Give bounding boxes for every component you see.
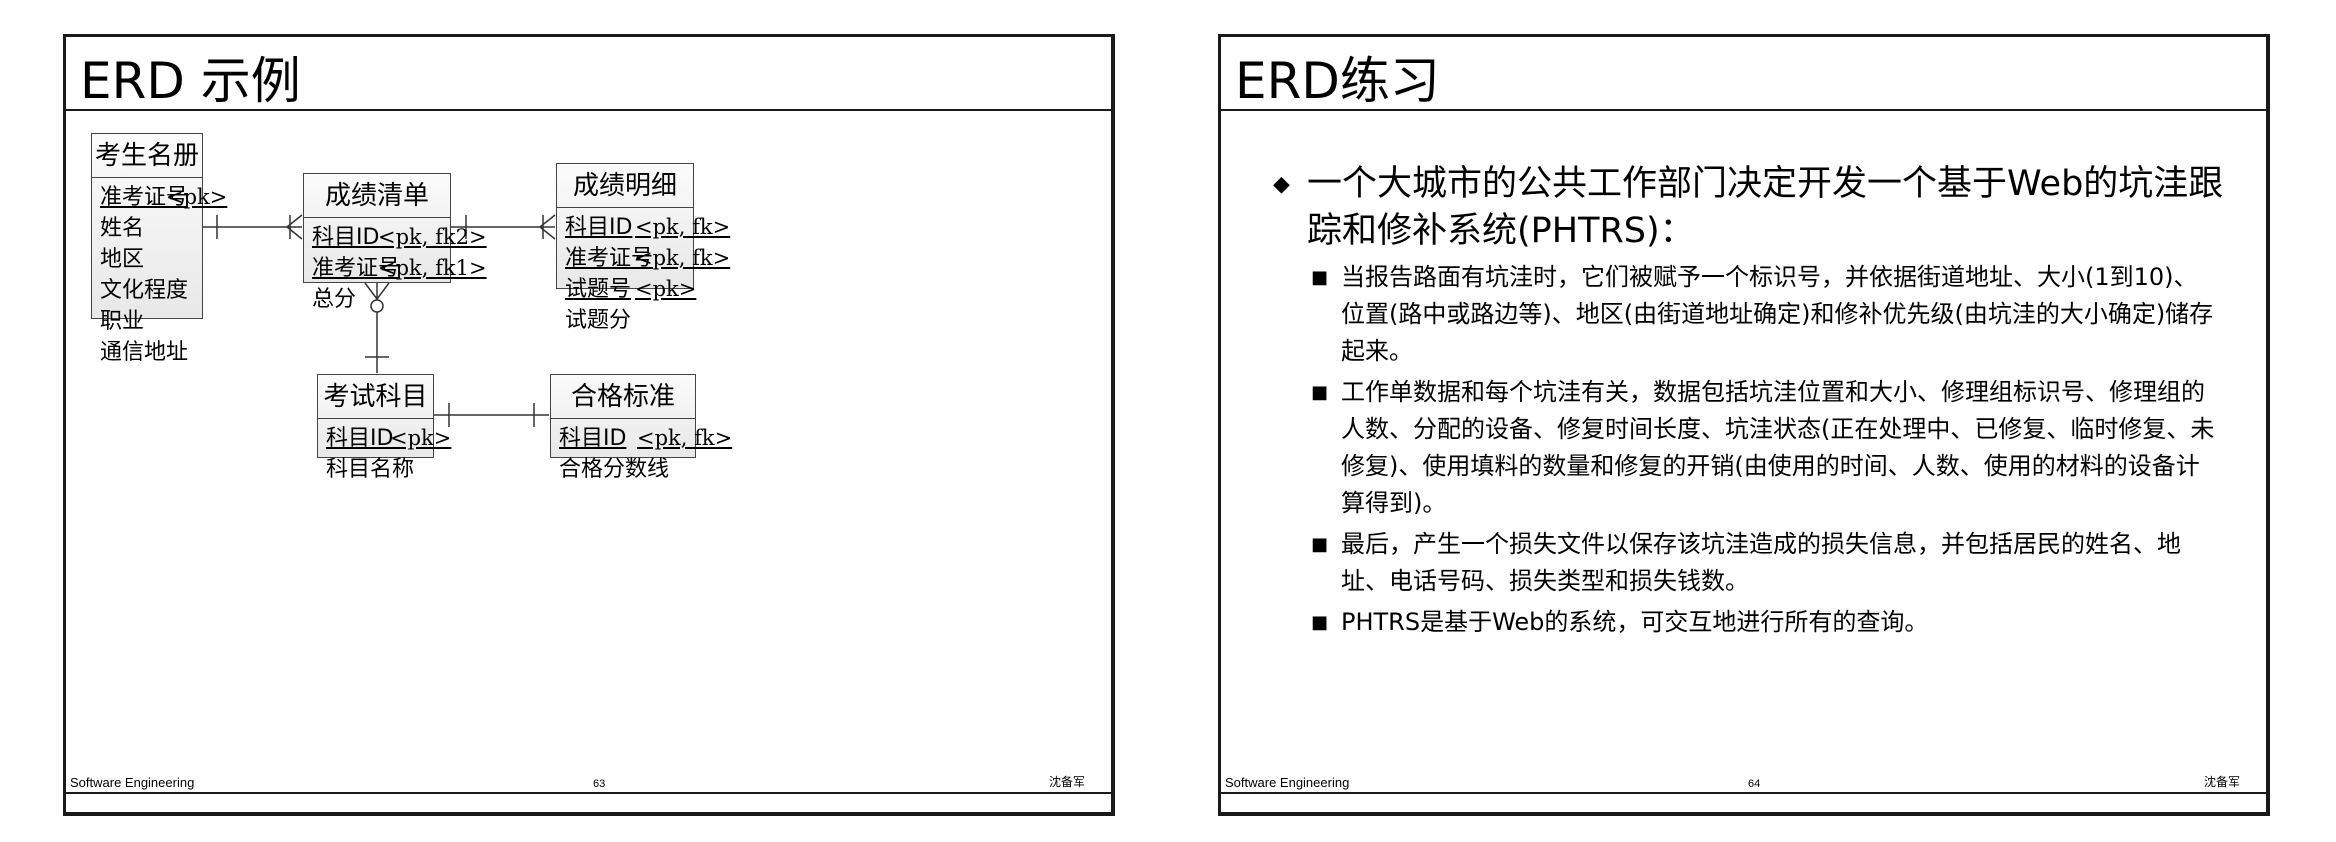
attribute-row: 合格分数线: [551, 454, 695, 485]
attribute-name: 通信地址: [100, 340, 189, 365]
square-bullet-icon: ■: [1311, 534, 1329, 555]
diamond-bullet-icon: ◆: [1273, 172, 1290, 197]
list-item-text: 当报告路面有坑洼时，它们被赋予一个标识号，并依据街道地址、大小(1到10)、位置…: [1341, 263, 2214, 365]
attribute-name: 科目ID: [559, 426, 627, 451]
zero-mark: [370, 299, 384, 313]
crow-foot: [364, 282, 378, 300]
attribute-row: 地区: [92, 244, 202, 275]
slide-title: ERD练习: [1235, 52, 1440, 110]
footer-author: 沈备军: [2203, 775, 2240, 789]
attribute-row: 文化程度: [92, 275, 202, 306]
attribute-name: 总分: [312, 287, 357, 312]
attribute-row: 试题分: [557, 305, 693, 336]
attribute-row: 科目ID <pk, fk>: [551, 423, 732, 454]
erd-diagram: 考生名册 准考证号<pk> 姓名 地区 文化程度 职业 通信地址 成绩清单 科目…: [66, 37, 1118, 819]
main-bullet: ◆ 一个大城市的公共工作部门决定开发一个基于Web的坑洼跟踪和修补系统(PHTR…: [1273, 161, 2233, 255]
main-bullet-text: 一个大城市的公共工作部门决定开发一个基于Web的坑洼跟踪和修补系统(PHTRS)…: [1307, 164, 2224, 251]
slide-erd-exercise: ERD练习 ◆ 一个大城市的公共工作部门决定开发一个基于Web的坑洼跟踪和修补系…: [1218, 34, 2270, 816]
slide-erd-example: ERD 示例: [63, 34, 1115, 816]
attribute-row: 通信地址: [92, 337, 202, 368]
attribute-row: 试题号<pk>: [557, 274, 697, 305]
attribute-name: 科目ID: [326, 426, 394, 451]
attribute-name: 职业: [100, 309, 145, 334]
attribute-name: 试题分: [565, 308, 632, 333]
entity-exam-subject: 考试科目 科目ID<pk> 科目名称: [317, 374, 451, 482]
square-bullet-icon: ■: [1311, 612, 1329, 633]
list-item: ■ 最后，产生一个损失文件以保存该坑洼造成的损失信息，并包括居民的姓名、地址、电…: [1307, 526, 2217, 600]
slide-title: ERD 示例: [80, 52, 301, 110]
attribute-row: 姓名: [92, 213, 202, 244]
footer-course: Software Engineering: [1225, 775, 1350, 790]
list-item-text: 工作单数据和每个坑洼有关，数据包括坑洼位置和大小、修理组标识号、修理组的人数、分…: [1341, 378, 2215, 517]
attribute-name: 准考证号: [565, 246, 654, 271]
attribute-key: <pk, fk>: [635, 215, 731, 239]
attribute-name: 试题号: [565, 277, 632, 302]
attribute-row: 职业: [92, 306, 202, 337]
entity-name: 考试科目: [318, 375, 433, 419]
list-item-text: PHTRS是基于Web的系统，可交互地进行所有的查询。: [1341, 608, 1929, 636]
entity-score-list: 成绩清单 科目ID<pk, fk2> 准考证号<pk, fk1> 总分: [303, 173, 487, 312]
attribute-name: 科目ID: [312, 225, 380, 250]
attribute-row: 准考证号<pk>: [92, 182, 227, 213]
entity-student-roster: 考生名册 准考证号<pk> 姓名 地区 文化程度 职业 通信地址: [91, 133, 227, 365]
attribute-name: 合格分数线: [559, 457, 670, 482]
attribute-row: 准考证号<pk, fk1>: [304, 253, 487, 284]
attribute-name: 准考证号: [100, 185, 189, 210]
attribute-name: 地区: [100, 247, 145, 272]
attribute-row: 准考证号<pk, fk>: [557, 243, 730, 274]
title-divider: [1221, 109, 2266, 111]
attribute-key: <pk, fk1>: [378, 256, 487, 280]
crow-foot: [376, 282, 390, 300]
attribute-key: <pk, fk>: [637, 426, 733, 450]
erd-relationship-lines: [202, 214, 556, 427]
entity-name: 合格标准: [551, 375, 695, 419]
entity-score-detail: 成绩明细 科目ID<pk, fk> 准考证号<pk, fk> 试题号<pk> 试…: [556, 163, 730, 333]
sub-bullet-list: ■ 当报告路面有坑洼时，它们被赋予一个标识号，并依据街道地址、大小(1到10)、…: [1307, 259, 2217, 645]
footer-course: Software Engineering: [70, 775, 195, 790]
attribute-name: 姓名: [100, 216, 145, 241]
entity-name: 成绩明细: [557, 164, 693, 208]
attribute-key: <pk>: [635, 277, 697, 301]
footer-divider: [1221, 792, 2266, 794]
attribute-name: 准考证号: [312, 256, 401, 281]
entity-pass-standard: 合格标准 科目ID <pk, fk> 合格分数线: [550, 374, 732, 482]
attribute-key: <pk, fk>: [635, 246, 731, 270]
attribute-row: 科目名称: [318, 454, 433, 485]
square-bullet-icon: ■: [1311, 267, 1329, 288]
footer-page-number: 64: [1748, 778, 1761, 790]
attribute-row: 科目ID<pk, fk>: [557, 212, 730, 243]
entity-name: 考生名册: [92, 134, 202, 178]
footer-page-number: 63: [593, 778, 606, 790]
entity-name: 成绩清单: [304, 174, 450, 218]
attribute-name: 文化程度: [100, 278, 189, 303]
attribute-key: <pk, fk2>: [378, 225, 487, 249]
square-bullet-icon: ■: [1311, 382, 1329, 403]
footer-author: 沈备军: [1048, 775, 1085, 789]
footer-divider: [66, 792, 1111, 794]
attribute-row: 科目ID<pk>: [318, 423, 451, 454]
list-item: ■ 当报告路面有坑洼时，它们被赋予一个标识号，并依据街道地址、大小(1到10)、…: [1307, 259, 2217, 370]
attribute-name: 科目名称: [326, 457, 415, 482]
attribute-row: 科目ID<pk, fk2>: [304, 222, 487, 253]
list-item-text: 最后，产生一个损失文件以保存该坑洼造成的损失信息，并包括居民的姓名、地址、电话号…: [1341, 530, 2181, 595]
attribute-key: <pk>: [166, 185, 228, 209]
list-item: ■ 工作单数据和每个坑洼有关，数据包括坑洼位置和大小、修理组标识号、修理组的人数…: [1307, 374, 2217, 522]
attribute-row: 总分: [304, 284, 450, 315]
title-divider: [66, 109, 1111, 111]
attribute-key: <pk>: [390, 426, 452, 450]
list-item: ■ PHTRS是基于Web的系统，可交互地进行所有的查询。: [1307, 604, 2217, 641]
attribute-name: 科目ID: [565, 215, 633, 240]
